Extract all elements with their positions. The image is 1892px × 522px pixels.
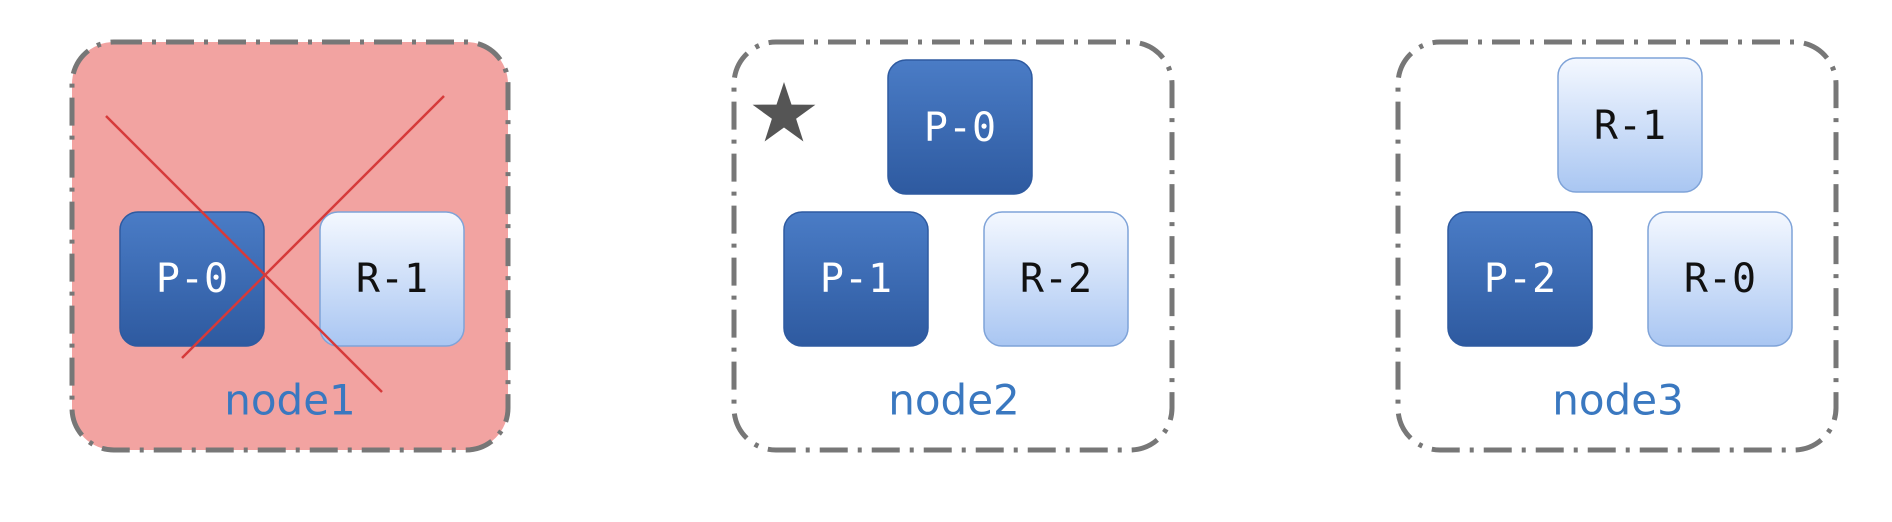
node2-box xyxy=(731,39,1175,453)
node-label: node3 xyxy=(1552,376,1684,425)
node-group-node2: P-0 P-1 R-2 node2 xyxy=(731,39,1175,453)
shard-label: R-0 xyxy=(1684,256,1756,302)
shard-replica: R-0 xyxy=(1647,211,1793,347)
shard-label: R-2 xyxy=(1020,256,1092,302)
shard-label: P-0 xyxy=(156,256,228,302)
shard-replica: R-1 xyxy=(1557,57,1703,193)
shard-replica: R-2 xyxy=(983,211,1129,347)
failure-cross xyxy=(105,95,445,393)
shard-label: R-1 xyxy=(356,256,428,302)
shard-label: P-0 xyxy=(924,105,996,151)
node-label: node2 xyxy=(888,376,1020,425)
shard-primary: P-0 xyxy=(119,211,265,347)
shard-replica: R-1 xyxy=(319,211,465,347)
node1-box xyxy=(69,39,511,453)
shard-primary: P-1 xyxy=(783,211,929,347)
node-group-node3: R-1 P-2 R-0 node3 xyxy=(1395,39,1839,453)
shard-primary: P-2 xyxy=(1447,211,1593,347)
shard-label: P-2 xyxy=(1484,256,1556,302)
node3-box xyxy=(1395,39,1839,453)
shard-label: P-1 xyxy=(820,256,892,302)
node-label: node1 xyxy=(224,376,356,425)
shard-primary: P-0 xyxy=(887,59,1033,195)
shard-label: R-1 xyxy=(1594,103,1666,149)
star-icon xyxy=(752,82,816,142)
node-group-node1: P-0 R-1 node1 xyxy=(69,39,511,453)
